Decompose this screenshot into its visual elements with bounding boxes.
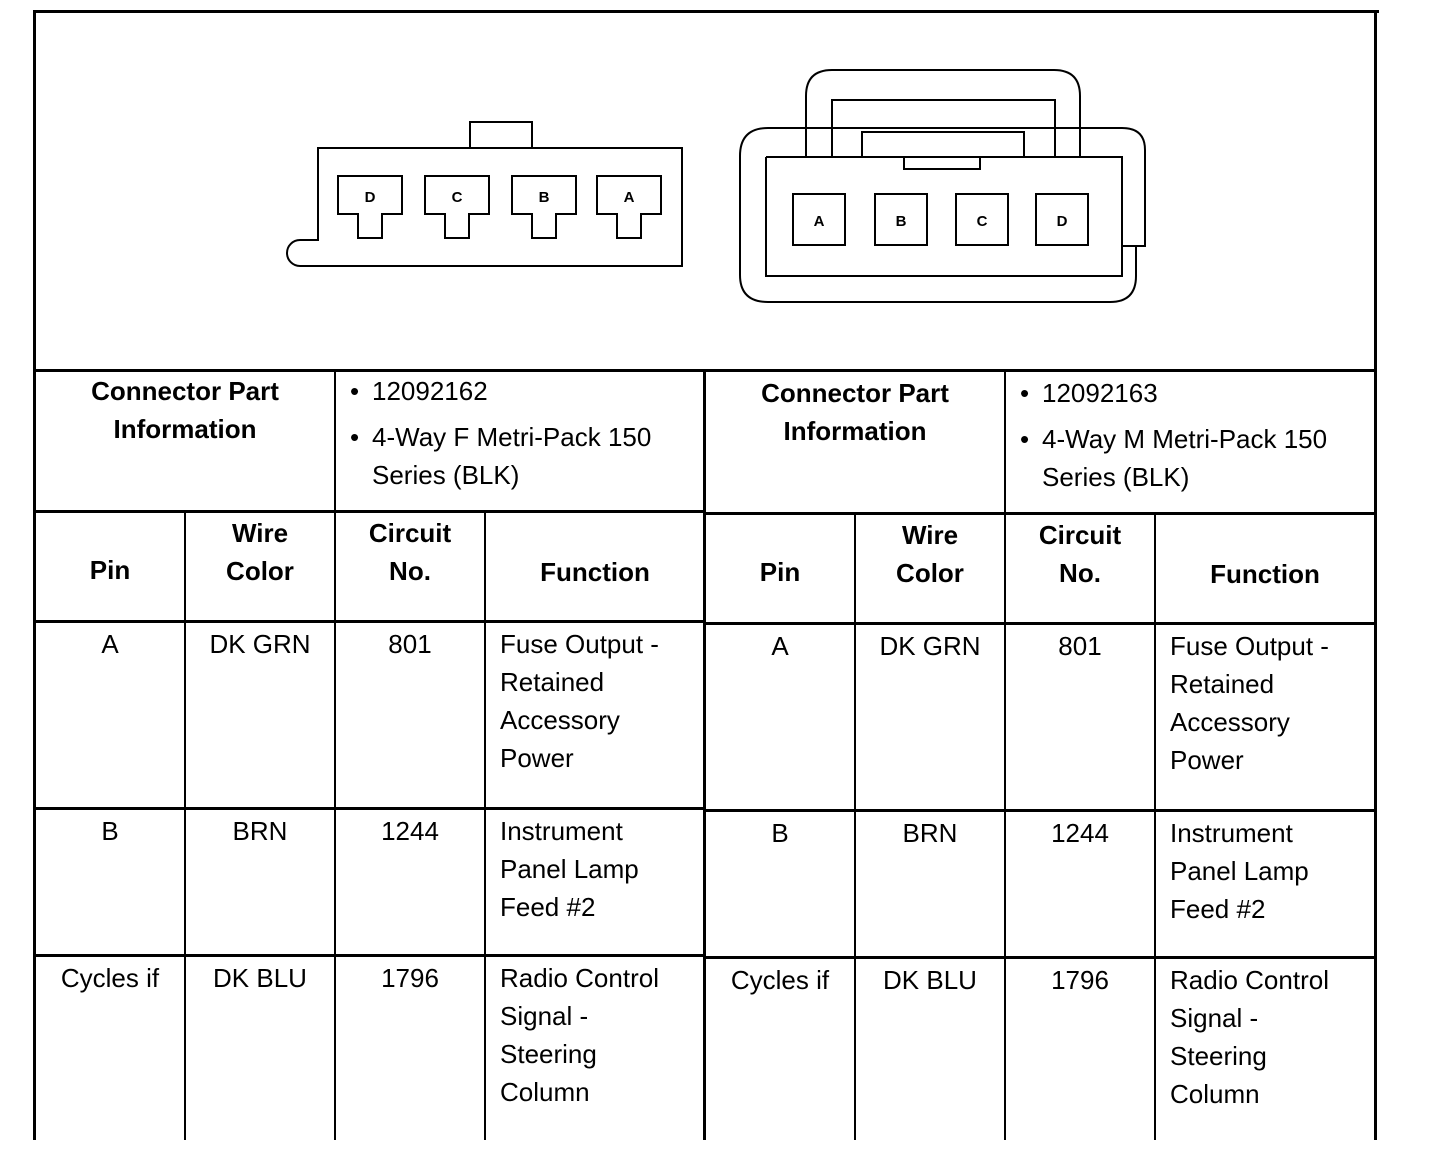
cavity-label: A <box>814 213 825 230</box>
cavity-d: D <box>1035 193 1089 246</box>
cavity-outline <box>596 175 662 239</box>
connector-face <box>765 156 1136 277</box>
cavity-a: A <box>596 175 662 239</box>
cell-pin: Cycles if <box>730 965 830 995</box>
cavity-outline <box>955 193 1009 246</box>
cavity-label: D <box>365 189 376 206</box>
col-header-pin: Pin <box>89 555 131 585</box>
part-description-text: 4-Way M Metri-Pack 150 Series (BLK) <box>1042 424 1328 492</box>
col-header-wire-color: Wire Color <box>226 518 294 586</box>
cavity-outline <box>874 193 928 246</box>
male-connector-drawing: A B C D <box>739 69 1146 303</box>
cavity-outline <box>424 175 490 239</box>
part-number-text: 12092162 <box>372 376 488 406</box>
cavity-b: B <box>874 193 928 246</box>
part-description: •4-Way F Metri-Pack 150 Series (BLK) <box>336 418 704 494</box>
col-header-circuit: Circuit No. <box>1038 520 1122 588</box>
cavity-outline <box>792 193 846 246</box>
cavity-b: B <box>511 175 577 239</box>
cell-wire-color: DK GRN <box>879 631 981 661</box>
cavity-c: C <box>424 175 490 239</box>
col-header-function: Function <box>540 557 650 587</box>
col-header-pin: Pin <box>759 557 801 587</box>
cell-pin: B <box>101 816 119 846</box>
cell-function: Fuse Output - Retained Accessory Power <box>500 629 659 773</box>
cell-wire-color: DK GRN <box>209 629 311 659</box>
col-header-wire-color: Wire Color <box>896 520 964 588</box>
cell-pin: A <box>771 631 789 661</box>
part-description-text: 4-Way F Metri-Pack 150 Series (BLK) <box>372 422 652 490</box>
cell-function: Radio Control Signal - Steering Column <box>500 963 659 1107</box>
cell-wire-color: DK BLU <box>883 965 977 995</box>
connector-shell <box>739 127 1146 303</box>
connector-latch <box>469 121 533 150</box>
cell-circuit: 801 <box>388 629 432 659</box>
cell-circuit: 1244 <box>381 816 439 846</box>
cell-wire-color: BRN <box>232 816 288 846</box>
cavity-label: A <box>624 189 635 206</box>
cell-wire-color: BRN <box>902 818 958 848</box>
cell-circuit: 801 <box>1058 631 1102 661</box>
cell-function: Instrument Panel Lamp Feed #2 <box>500 816 639 922</box>
cavity-outline <box>337 175 403 239</box>
part-number: •12092163 <box>1020 378 1158 408</box>
cell-circuit: 1244 <box>1051 818 1109 848</box>
cell-wire-color: DK BLU <box>213 963 307 993</box>
cavity-label: B <box>539 189 550 206</box>
col-header-circuit: Circuit No. <box>368 518 452 586</box>
part-number: •12092162 <box>350 376 488 406</box>
connector-key <box>903 156 981 170</box>
cavity-d: D <box>337 175 403 239</box>
cell-function: Radio Control Signal - Steering Column <box>1170 965 1329 1109</box>
cavity-c: C <box>955 193 1009 246</box>
col-header-function: Function <box>1210 559 1320 589</box>
cavity-outline <box>1035 193 1089 246</box>
cell-pin: B <box>771 818 789 848</box>
part-info-label-female: Connector Part Information <box>91 376 279 444</box>
cell-circuit: 1796 <box>1051 965 1109 995</box>
cavity-label: D <box>1057 213 1068 230</box>
part-description: •4-Way M Metri-Pack 150 Series (BLK) <box>1006 420 1374 496</box>
cell-pin: Cycles if <box>60 963 160 993</box>
cavity-a: A <box>792 193 846 246</box>
cavity-label: C <box>977 213 988 230</box>
cell-circuit: 1796 <box>381 963 439 993</box>
cell-function: Fuse Output - Retained Accessory Power <box>1170 631 1329 775</box>
part-info-label-male: Connector Part Information <box>761 378 949 446</box>
cell-pin: A <box>101 629 119 659</box>
part-number-text: 12092163 <box>1042 378 1158 408</box>
connector-lock-bridge <box>861 131 1025 158</box>
cavity-label: C <box>452 189 463 206</box>
cell-function: Instrument Panel Lamp Feed #2 <box>1170 818 1309 924</box>
part-info-list-male: •12092163 •4-Way M Metri-Pack 150 Series… <box>1006 374 1374 496</box>
part-info-list-female: •12092162 •4-Way F Metri-Pack 150 Series… <box>336 372 704 494</box>
cavity-label: B <box>896 213 907 230</box>
cavity-outline <box>511 175 577 239</box>
connector-lock-arm-outer <box>805 69 1081 157</box>
